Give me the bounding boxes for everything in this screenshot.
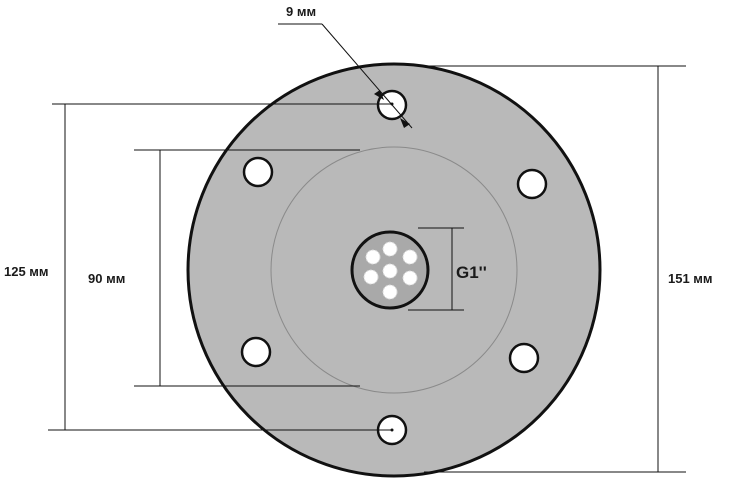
perforation-hole: [382, 263, 398, 279]
label-inner-circle: 90 мм: [88, 271, 125, 286]
dimension-outer-diameter: [424, 65, 686, 473]
dimension-inner-circle: [134, 149, 360, 387]
dimension-thread: [408, 227, 464, 311]
label-bolt-circle: 125 мм: [4, 264, 49, 279]
bolt-hole-upper-right: [516, 168, 548, 200]
perforation-hole: [382, 284, 398, 300]
inner-circle-outline: [270, 146, 518, 394]
bolt-hole-upper-left: [242, 156, 274, 188]
label-outer-diameter: 151 мм: [668, 271, 713, 286]
bolt-hole-lower-right: [508, 342, 540, 374]
perforation-hole: [363, 269, 379, 285]
perforation-hole: [365, 249, 381, 265]
dimension-hole-diameter: [278, 23, 413, 129]
dimension-bolt-circle: [48, 102, 394, 432]
perforation-hole: [402, 270, 418, 286]
perforation-hole: [382, 241, 398, 257]
label-thread: G1'': [456, 263, 487, 282]
label-hole-diameter: 9 мм: [286, 4, 316, 19]
perforation-hole: [402, 249, 418, 265]
perforation-group: [363, 241, 418, 300]
bolt-hole-lower-left: [240, 336, 272, 368]
